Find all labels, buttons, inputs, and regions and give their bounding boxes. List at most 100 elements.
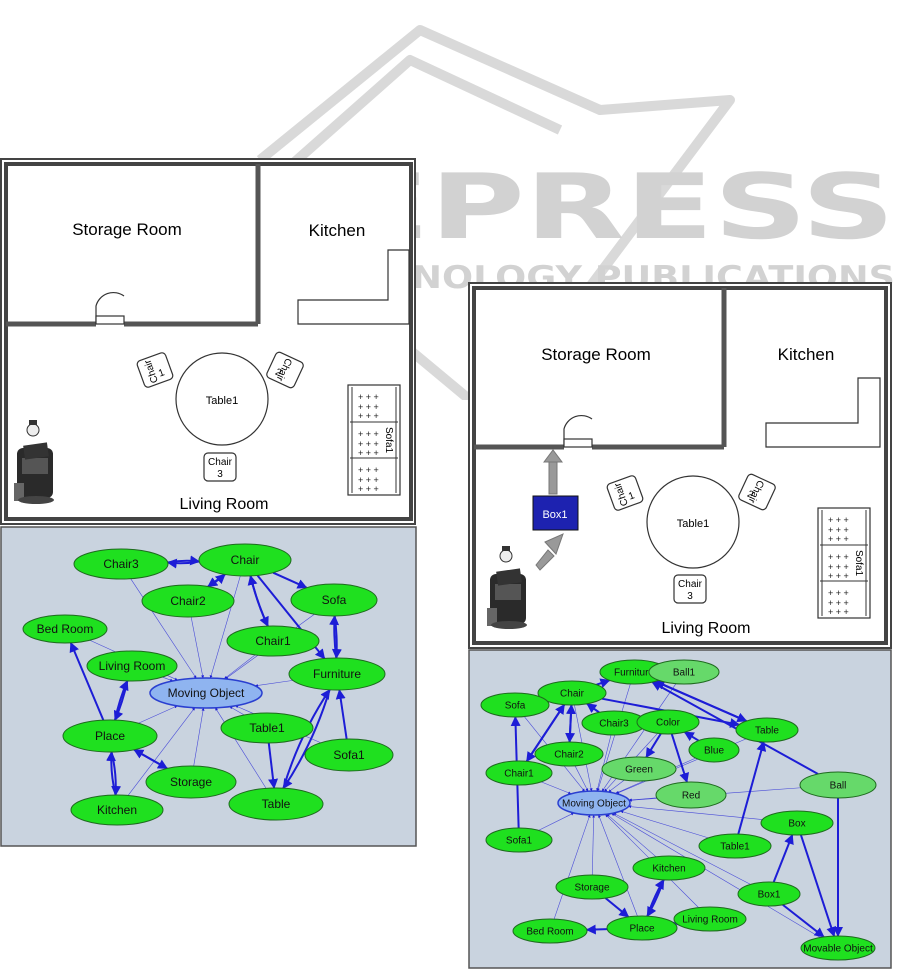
svg-text:Ball1: Ball1 (673, 668, 696, 679)
edge-place-to-kitchen (646, 879, 665, 917)
svg-text:2: 2 (273, 367, 283, 380)
edge-chair-to-sofa (272, 571, 308, 589)
edge-storage-to-moving-object (591, 814, 596, 876)
svg-text:3: 3 (687, 591, 693, 602)
node-bed-room: Bed Room (512, 918, 588, 944)
svg-text:+ + +: + + + (828, 552, 849, 562)
edge-box-to-moving-object (628, 805, 763, 820)
svg-text:Table: Table (755, 726, 779, 737)
edge-chair1-to-moving-object (541, 781, 572, 795)
svg-text:Moving Object: Moving Object (168, 686, 245, 700)
node-sofa1: Sofa1 (485, 827, 553, 853)
node-place: Place (62, 719, 158, 753)
svg-text:1: 1 (157, 367, 166, 379)
kitchen-counter (297, 249, 410, 325)
svg-text:Chair3: Chair3 (599, 719, 629, 730)
svg-text:Chair2: Chair2 (170, 594, 206, 608)
edge-chair2-to-moving-object (574, 765, 589, 792)
node-living-room: Living Room (673, 906, 747, 932)
node-moving-object: Moving Object (557, 790, 631, 816)
svg-text:+ + +: + + + (358, 475, 379, 485)
svg-text:Storage: Storage (574, 883, 609, 894)
svg-text:Movable Object: Movable Object (803, 944, 873, 955)
svg-text:Table: Table (262, 797, 291, 811)
svg-text:Sofa1: Sofa1 (383, 427, 394, 454)
node-green: Green (601, 756, 677, 782)
svg-text:Table1: Table1 (720, 842, 750, 853)
edge-table-to-furniture (654, 680, 747, 722)
edge-bed-room-to-moving-object (553, 814, 591, 920)
edge-storage-to-place (133, 748, 168, 770)
svg-text:Kitchen: Kitchen (652, 864, 685, 875)
svg-text:+ + +: + + + (828, 607, 849, 617)
node-table1: Table1 (698, 833, 772, 859)
table1: Table1 (175, 352, 269, 446)
node-table: Table (735, 717, 799, 743)
edge-place-to-bed-room (69, 641, 105, 721)
edge-kitchen-to-moving-object (127, 707, 196, 796)
node-table1: Table1 (220, 712, 314, 744)
edge-chair-to-furniture (596, 678, 611, 688)
edge-furniture-to-moving-object (596, 683, 631, 792)
svg-text:Box1: Box1 (758, 890, 781, 901)
move-arrow-diagonal (535, 533, 564, 571)
svg-text:+ + +: + + + (828, 534, 849, 544)
svg-text:3: 3 (217, 469, 223, 480)
edge-chair3-to-moving-object (596, 734, 612, 792)
edge-green-to-moving-object (608, 779, 625, 793)
svg-text:+ + +: + + + (358, 402, 379, 412)
move-arrow-up (543, 449, 563, 495)
living-room-label: Living Room (662, 620, 751, 637)
edge-movable-object-to-moving-object (611, 813, 821, 938)
node-ball1: Ball1 (648, 659, 720, 685)
svg-text:Furniture: Furniture (313, 667, 361, 681)
edge-chair2-to-moving-object (190, 616, 205, 679)
chair-1: Chair 1 (136, 352, 174, 388)
storage-room-label: Storage Room (72, 220, 182, 239)
svg-text:Bed Room: Bed Room (37, 622, 94, 636)
svg-text:Chair2: Chair2 (554, 750, 584, 761)
node-red: Red (655, 781, 727, 809)
svg-text:Green: Green (625, 765, 653, 776)
svg-text:+ + +: + + + (358, 465, 379, 475)
edge-chair-to-chair2 (207, 573, 226, 588)
svg-text:Ball: Ball (830, 781, 847, 792)
sofa1: + + ++ + ++ + + + + ++ + ++ + + + + ++ +… (817, 507, 871, 619)
edge-place-to-moving-object (598, 814, 638, 917)
svg-text:+ + +: + + + (358, 392, 379, 402)
edge-chair-to-chair2 (565, 704, 576, 744)
box1: Box1 (532, 495, 579, 531)
edge-sofa1-to-furniture (335, 688, 348, 740)
svg-text:Box1: Box1 (542, 509, 567, 521)
edge-red-to-moving-object (628, 797, 657, 802)
edge-blue-to-color (683, 731, 700, 742)
svg-text:Living Room: Living Room (99, 659, 166, 673)
svg-text:Table1: Table1 (249, 721, 285, 735)
svg-text:Storage: Storage (170, 775, 212, 789)
svg-text:+ + +: + + + (358, 484, 379, 494)
node-movable-object: Movable Object (800, 935, 876, 961)
node-chair3: Chair3 (581, 710, 647, 736)
svg-text:Living Room: Living Room (682, 915, 738, 926)
edge-table1-to-table (267, 742, 279, 790)
edge-place-to-bed-room (585, 924, 608, 935)
svg-text:+ + +: + + + (828, 515, 849, 525)
svg-text:+ + +: + + + (358, 411, 379, 421)
node-ball: Ball (799, 771, 877, 799)
svg-text:+ + +: + + + (828, 571, 849, 581)
svg-text:Chair1: Chair1 (504, 769, 534, 780)
node-blue: Blue (688, 737, 740, 763)
node-chair: Chair (198, 543, 292, 577)
edge-color-to-red (670, 733, 689, 784)
node-furniture: Furniture (288, 657, 386, 691)
edge-storage-to-moving-object (193, 707, 205, 767)
svg-text:+ + +: + + + (828, 598, 849, 608)
edge-chair-to-furniture (256, 574, 326, 660)
robot-icon (14, 420, 54, 504)
node-table: Table (228, 787, 324, 821)
svg-text:+ + +: + + + (358, 448, 379, 458)
edge-kitchen-to-moving-object (606, 813, 657, 858)
node-place: Place (606, 915, 678, 941)
storage-door (95, 291, 125, 325)
